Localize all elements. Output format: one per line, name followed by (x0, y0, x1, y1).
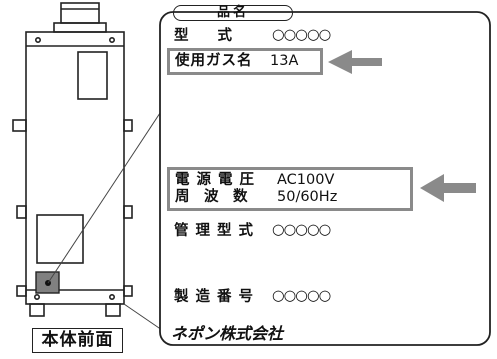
left-bracket-lower (16, 205, 27, 219)
appliance-window (77, 51, 108, 100)
serial-number-label: 製造番号 (174, 289, 260, 305)
frequency-label: 周 波 数 (175, 189, 248, 205)
voltage-label: 電源電圧 (175, 172, 261, 188)
arrow-left-icon (420, 174, 476, 202)
gas-type-value: 13A (270, 53, 299, 69)
callout-line-lower (123, 303, 163, 331)
left-bracket-bottom (16, 285, 27, 297)
appliance-flue-top (60, 2, 100, 24)
frequency-value: 50/60Hz (277, 189, 338, 205)
callout-line (47, 109, 163, 284)
management-type-value: ○○○○○ (272, 222, 331, 238)
model-label: 型 式 (174, 28, 232, 44)
right-bracket (123, 119, 133, 132)
manufacturer-logo: ネポン株式会社 (171, 324, 284, 343)
appliance-foot (29, 303, 45, 317)
appliance-foot (105, 303, 121, 317)
rating-plate (159, 11, 491, 346)
appliance-flue-collar (53, 22, 107, 33)
serial-number-value: ○○○○○ (272, 288, 331, 304)
appliance-front-view (12, 2, 133, 317)
unit-front-caption: 本体前面 (32, 328, 123, 353)
model-value: ○○○○○ (272, 27, 331, 43)
management-type-label: 管理型式 (174, 223, 260, 239)
arrow-left-icon (328, 50, 382, 74)
product-name-header: 品名 (173, 5, 293, 21)
screw-icon (109, 36, 116, 43)
screw-icon (34, 36, 41, 43)
right-bracket-lower (123, 205, 133, 219)
screw-icon (33, 293, 40, 300)
appliance-lower-panel (36, 214, 84, 264)
left-bracket (12, 119, 27, 132)
voltage-value: AC100V (277, 172, 335, 188)
gas-highlight-box (167, 48, 323, 75)
right-bracket-bottom (123, 285, 133, 297)
screw-icon (109, 293, 116, 300)
power-highlight-box (167, 167, 413, 211)
product-name-title: 品名 (216, 5, 249, 20)
gas-type-label: 使用ガス名 (175, 53, 253, 69)
